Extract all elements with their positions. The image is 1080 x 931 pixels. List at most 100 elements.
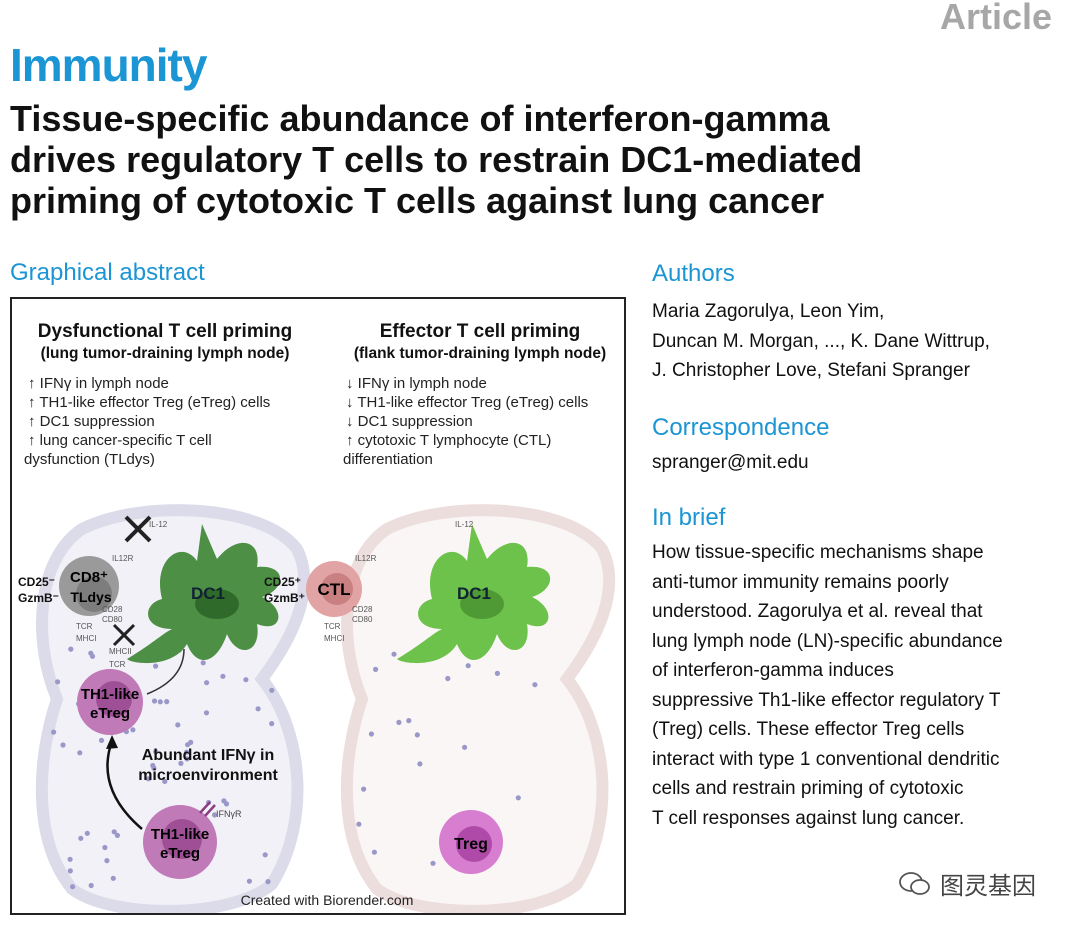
ifn-gamma-dot — [184, 749, 190, 755]
ifn-gamma-dot — [151, 698, 158, 704]
mhci-label-right: MHCI — [324, 634, 344, 643]
brief-line: of interferon-gamma induces — [652, 660, 894, 681]
ifn-gamma-dot — [406, 718, 412, 724]
eteg-cell-top: TH1-like eTreg — [77, 669, 143, 735]
left-heading: Dysfunctional T cell priming — [38, 321, 292, 342]
ifn-gamma-dot — [77, 750, 83, 756]
il12-label-left: IL-12 — [149, 520, 168, 529]
brief-line: How tissue-specific mechanisms shape — [652, 542, 984, 563]
ifn-gamma-dot — [153, 749, 159, 755]
blocked-il12-x-icon — [124, 515, 152, 543]
ifn-gamma-dot — [396, 719, 402, 725]
left-bullet: ↑ TH1-like effector Treg (eTreg) cells — [28, 394, 270, 411]
brief-line: interact with type 1 conventional dendri… — [652, 748, 1000, 770]
article-title: Tissue-specific abundance of interferon-… — [10, 98, 1070, 221]
dc1-label-right: DC1 — [457, 584, 491, 603]
ifn-gamma-dot — [110, 875, 116, 881]
ifn-gamma-dot — [212, 812, 218, 818]
ifn-gamma-dot — [98, 737, 105, 743]
gzmb-pos-label: GzmB⁺ — [264, 591, 305, 605]
ifn-gamma-dot — [78, 835, 84, 841]
ifn-gamma-dot — [67, 856, 73, 862]
ifn-gamma-dot — [203, 710, 210, 716]
treg-cell: Treg — [439, 810, 503, 874]
ifn-gamma-dot — [84, 830, 90, 836]
ifn-gamma-dot — [178, 760, 184, 766]
brief-line: T cell responses against lung cancer. — [652, 807, 965, 829]
left-bullet: ↑ IFNγ in lymph node — [28, 375, 169, 392]
journal-name: Immunity — [10, 39, 207, 91]
title-line: priming of cytotoxic T cells against lun… — [10, 180, 825, 221]
suppression-arrow-icon — [146, 648, 185, 695]
brief-line: lung lymph node (LN)-specific abundance — [652, 630, 1003, 652]
cd28-label-left: CD28 — [102, 605, 123, 614]
ifn-gamma-dot — [68, 646, 74, 652]
arrowhead-icon — [106, 735, 118, 749]
cd25-pos-label: CD25⁺ — [264, 575, 301, 589]
authors-list: Maria Zagorulya, Leon Yim, Duncan M. Mor… — [652, 297, 990, 386]
ifn-gamma-dot — [221, 798, 227, 804]
ifngr-label: IFNγR — [216, 809, 242, 819]
dc1-label-left: DC1 — [191, 584, 225, 603]
ifn-gamma-dot — [204, 680, 210, 686]
ifn-gamma-dot — [371, 849, 377, 855]
ifn-gamma-dot — [220, 673, 226, 679]
cd8-label: CD8⁺ — [70, 569, 108, 586]
etreg-bottom-label-a: TH1-like — [151, 826, 209, 843]
ifn-gamma-dot — [67, 868, 73, 874]
tcr2-label: TCR — [109, 660, 126, 669]
ifn-gamma-dot — [188, 739, 194, 745]
title-line: drives regulatory T cells to restrain DC… — [10, 139, 863, 180]
dc1-cell-right: DC1 — [397, 524, 551, 664]
cd8-tldys-cell: CD8⁺ TLdys — [59, 556, 119, 616]
ifn-gamma-dot — [414, 732, 420, 738]
ifn-gamma-dot — [430, 860, 436, 866]
ifn-gamma-dot — [157, 699, 163, 705]
il12r-label-left: IL12R — [112, 554, 134, 563]
ifn-gamma-dot — [102, 844, 108, 851]
right-bullet: ↓ IFNγ in lymph node — [346, 375, 487, 392]
in-brief-heading: In brief — [652, 504, 726, 531]
tcr-label-right: TCR — [324, 622, 341, 631]
author-line: J. Christopher Love, Stefani Spranger — [652, 360, 970, 381]
il12-label-right: IL-12 — [455, 520, 474, 529]
ifn-gamma-dot — [200, 660, 206, 666]
wechat-icon — [899, 871, 930, 895]
ifn-microenvironment-label: microenvironment — [138, 767, 278, 784]
cd80-label-right: CD80 — [352, 615, 373, 624]
ifn-abundant-label: Abundant IFNγ in — [142, 747, 274, 764]
ifn-gamma-dot — [243, 677, 249, 683]
tldys-label: TLdys — [70, 589, 111, 605]
left-bullet: ↑ lung cancer-specific T cell — [28, 432, 212, 449]
ifn-gamma-dot — [111, 829, 117, 835]
eteg-cell-bottom: TH1-like eTreg — [143, 805, 217, 879]
biorender-credit: Created with Biorender.com — [241, 892, 414, 908]
graphical-abstract-heading: Graphical abstract — [10, 259, 205, 286]
watermark: 图灵基因 — [898, 866, 1036, 901]
right-bullet: differentiation — [343, 451, 433, 468]
right-bullet: ↑ cytotoxic T lymphocyte (CTL) — [346, 432, 551, 449]
left-bullet: ↑ DC1 suppression — [28, 413, 155, 430]
correspondence-email[interactable]: spranger@mit.edu — [652, 452, 809, 473]
ifn-gamma-dot — [130, 727, 136, 733]
ifn-gamma-dot — [465, 663, 471, 669]
ifn-gamma-dot — [150, 762, 156, 769]
brief-line: cells and restrain priming of cytotoxic — [652, 778, 964, 799]
ifn-gamma-dot — [262, 852, 268, 858]
ifn-gamma-dot — [60, 742, 66, 748]
ifn-gamma-dot — [70, 884, 76, 890]
right-bullet: ↓ TH1-like effector Treg (eTreg) cells — [346, 394, 588, 411]
graphical-abstract-figure: Dysfunctional T cell priming (lung tumor… — [10, 297, 626, 915]
title-line: Tissue-specific abundance of interferon-… — [10, 98, 830, 139]
brief-line: anti-tumor immunity remains poorly — [652, 571, 949, 593]
gzmb-neg-label: GzmB⁻ — [18, 591, 59, 605]
ifngr-receptor-icon — [199, 801, 216, 817]
graphical-abstract-svg: Dysfunctional T cell priming (lung tumor… — [18, 321, 616, 913]
right-heading: Effector T cell priming — [380, 321, 581, 342]
authors-heading: Authors — [652, 260, 735, 287]
treg-label: Treg — [454, 836, 488, 853]
ifn-gamma-dot — [162, 778, 168, 784]
cd25-neg-label: CD25⁻ — [18, 575, 55, 589]
ifn-gamma-dot — [114, 832, 120, 839]
ctl-cell: CTL — [306, 561, 362, 617]
